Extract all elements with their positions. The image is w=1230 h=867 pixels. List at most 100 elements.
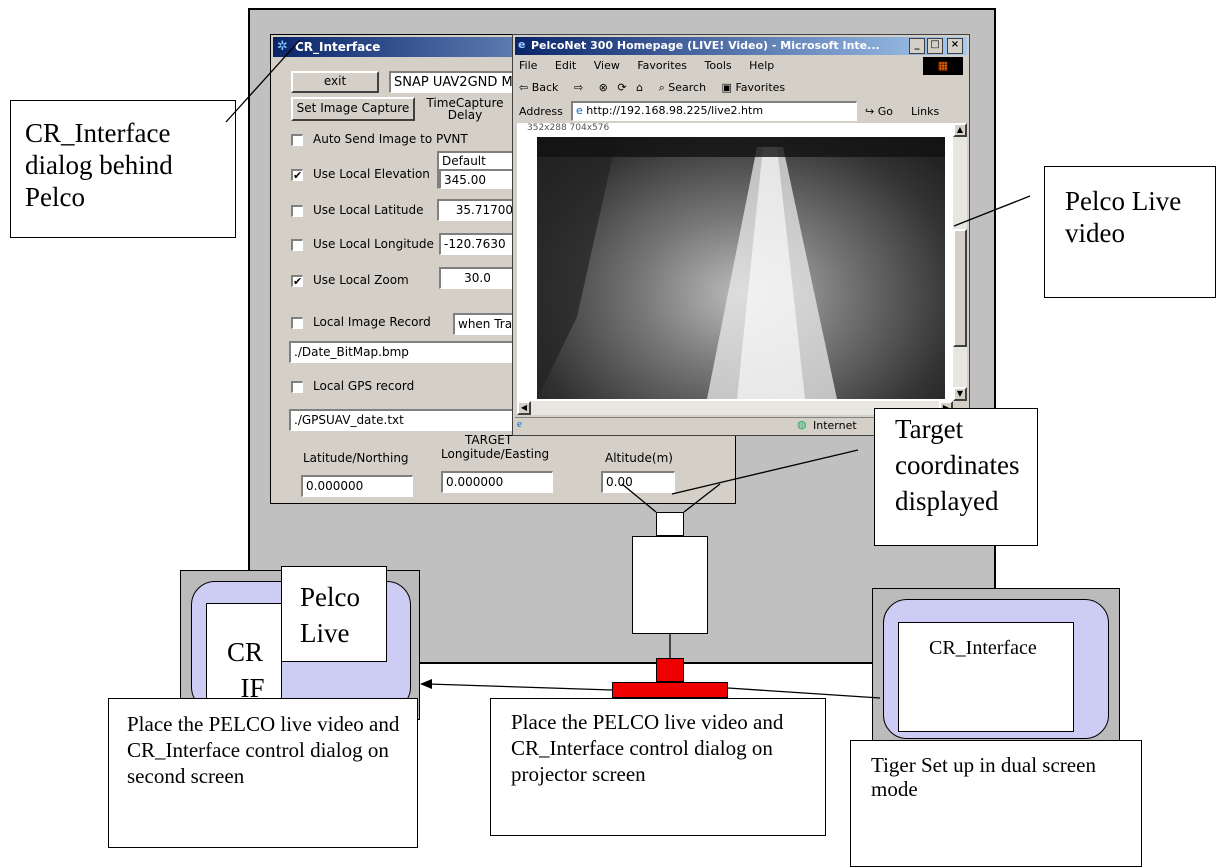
target-altitude-field[interactable]: 0.00 [601,471,675,493]
menu-view[interactable]: View [593,59,620,72]
image-path-field[interactable]: ./Date_BitMap.bmp [289,341,517,363]
altitude-label: Altitude(m) [605,451,673,465]
callout-tiger: Tiger Set up in dual screen mode [850,740,1142,867]
cr-dialog-title: CR_Interface [295,40,381,54]
arrowhead-left [420,679,432,689]
live-video-frame [537,137,945,399]
search-button[interactable]: Search [668,81,707,94]
projector-base [612,682,728,698]
status-bar: e ◍ Internet [515,417,967,433]
address-label: Address [519,105,563,118]
use-local-latitude-checkbox[interactable] [291,205,303,217]
scroll-thumb[interactable] [953,229,967,347]
time-capture-label: TimeCapture Delay [426,96,504,122]
use-local-elevation-label: Use Local Elevation [313,167,430,181]
use-local-longitude-checkbox[interactable] [291,239,303,251]
search-icon[interactable]: ⌕ [658,81,665,94]
menu-help[interactable]: Help [749,59,775,72]
longitude-field[interactable]: -120.7630 [439,233,517,255]
browser-toolbar: ⇦ Back ⇨ ⊗ ⟳ ⌂ ⌕ Search ▣ Favorites [519,81,959,97]
exit-button[interactable]: exit [291,71,379,93]
status-page-icon: e [517,418,522,430]
record-when-field[interactable]: when Trail [453,313,517,335]
scroll-left-icon[interactable]: ◀ [517,401,531,415]
callout-pelco-live-video: Pelco Live video [1044,166,1216,298]
scroll-down-icon[interactable]: ▼ [953,387,967,401]
horizontal-scrollbar[interactable]: ◀ ▶ [517,401,953,415]
callout-projector-screen: Place the PELCO live video and CR_Interf… [490,698,826,836]
go-arrow-icon: ↪ [865,105,875,118]
app-icon: ✲ [277,39,288,54]
cr-behind-pointer [225,39,301,123]
pelco-live-window: Pelco Live [281,566,387,662]
target-coords-pointer [671,449,859,495]
browser-titlebar[interactable]: e PelcoNet 300 Homepage (LIVE! Video) - … [515,37,967,55]
mode-field[interactable]: SNAP UAV2GND Mc [389,71,515,93]
set-image-capture-button[interactable]: Set Image Capture [291,97,415,121]
favorites-icon[interactable]: ▣ [721,81,732,94]
use-local-zoom-checkbox[interactable]: ✔ [291,275,303,288]
windows-logo-icon: ▦ [923,57,963,75]
status-zone: Internet [813,419,857,432]
lens-cone-left [621,483,657,513]
browser-menubar: File Edit View Favorites Tools Help [519,59,899,75]
projector-lens [656,512,684,536]
minimize-icon[interactable]: _ [909,38,925,54]
local-image-record-checkbox[interactable] [291,317,303,329]
menu-tools[interactable]: Tools [704,59,732,72]
local-gps-record-checkbox[interactable] [291,381,303,393]
zoom-field[interactable]: 30.0 [439,267,515,289]
menu-file[interactable]: File [519,59,538,72]
refresh-icon[interactable]: ⟳ [617,81,627,94]
longitude-easting-label: Longitude/Easting [441,447,550,461]
use-local-elevation-checkbox[interactable]: ✔ [291,169,303,182]
go-button[interactable]: ↪ Go [865,105,893,118]
forward-icon[interactable]: ⇨ [573,81,584,94]
latitude-northing-label: Latitude/Northing [303,451,409,465]
use-local-latitude-label: Use Local Latitude [313,203,424,217]
url-text: http://192.168.98.225/live2.htm [586,104,764,117]
back-arrow-icon[interactable]: ⇦ [519,81,529,94]
callout-second-screen: Place the PELCO live video and CR_Interf… [108,698,418,848]
auto-send-label: Auto Send Image to PVNT [313,132,468,146]
elevation-field[interactable]: 345.00 [439,169,515,189]
link-projector-to-left [427,683,613,691]
home-icon[interactable]: ⌂ [636,81,644,94]
ie-icon: e [518,38,526,51]
vertical-scrollbar[interactable]: ▲ ▼ [953,123,967,401]
callout-target-coords: Target coordinates displayed [874,408,1038,546]
projector-body [632,536,708,634]
go-label: Go [877,105,893,118]
projector-stand [656,658,684,682]
stop-icon[interactable]: ⊗ [598,81,608,94]
menu-edit[interactable]: Edit [554,59,577,72]
browser-title: PelcoNet 300 Homepage (LIVE! Video) - Mi… [531,39,880,52]
maximize-icon[interactable]: □ [927,38,943,54]
back-button[interactable]: Back [531,81,559,94]
video-size-options[interactable]: 352x288 704x576 [527,123,610,133]
link-right-to-projector [727,687,881,699]
gps-path-field[interactable]: ./GPSUAV_date.txt [289,409,517,431]
latitude-field[interactable]: 35.71700 [437,199,517,221]
address-field[interactable]: e http://192.168.98.225/live2.htm [571,101,857,121]
target-latitude-field[interactable]: 0.000000 [301,475,413,497]
menu-favorites[interactable]: Favorites [637,59,688,72]
page-icon: e [576,104,583,117]
local-gps-record-label: Local GPS record [313,379,415,393]
local-image-record-label: Local Image Record [313,315,431,329]
target-header: TARGET [465,433,513,447]
use-local-zoom-label: Use Local Zoom [313,273,409,287]
scroll-up-icon[interactable]: ▲ [953,123,967,137]
video-image [537,137,945,399]
auto-send-checkbox[interactable] [291,134,303,146]
favorites-button[interactable]: Favorites [735,81,786,94]
browser-content: 352x288 704x576 [517,123,953,401]
use-local-longitude-label: Use Local Longitude [313,237,434,251]
close-icon[interactable]: × [947,38,963,54]
target-longitude-field[interactable]: 0.000000 [441,471,553,493]
lens-cone-right [683,483,721,513]
callout-cr-behind: CR_Interface dialog behind Pelco [10,100,236,238]
pelco-video-pointer [953,195,1031,227]
links-label[interactable]: Links [911,105,940,118]
